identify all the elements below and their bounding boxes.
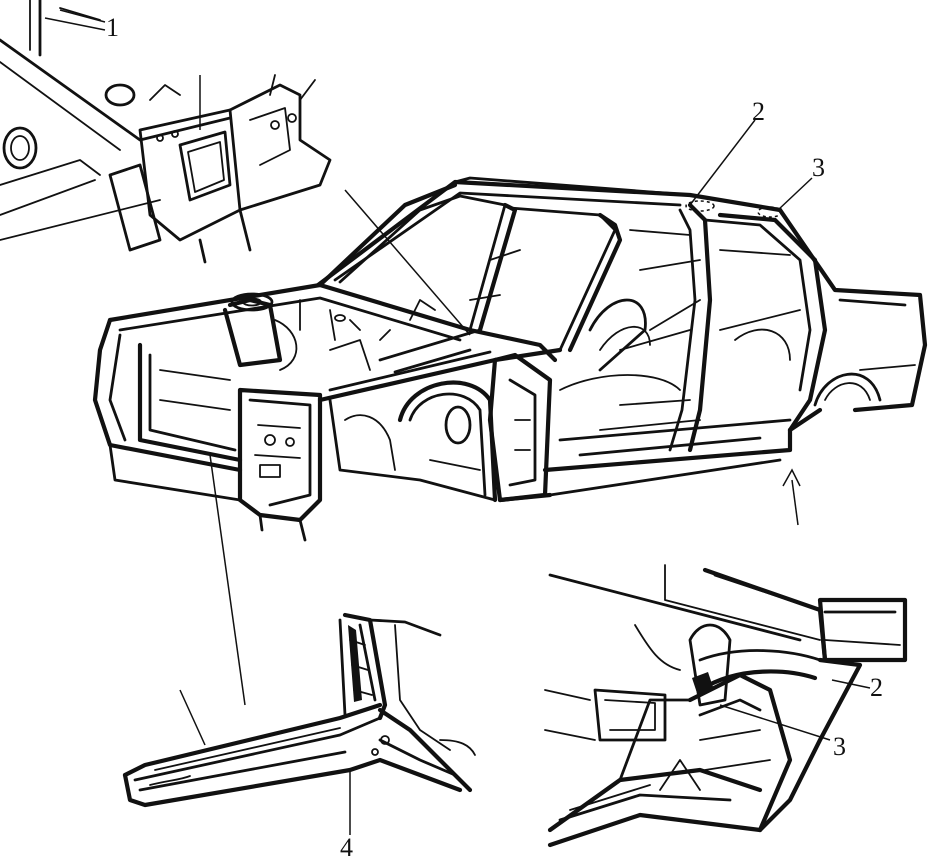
callout-4: 4 bbox=[340, 833, 353, 860]
leader-lines bbox=[44, 9, 871, 835]
detail-front-side-member bbox=[122, 612, 476, 808]
callout-1: 1 bbox=[106, 13, 119, 42]
callout-2-detail: 2 bbox=[870, 673, 883, 702]
detail-rear-pillar-sill bbox=[544, 564, 908, 848]
callout-3-detail: 3 bbox=[833, 732, 846, 761]
detail-front-apron-panel bbox=[0, 0, 332, 264]
main-car-body-frame bbox=[92, 176, 928, 542]
callout-2-main: 2 bbox=[752, 97, 765, 126]
callout-3-main: 3 bbox=[812, 153, 825, 182]
callouts: 1 2 3 2 3 4 bbox=[106, 13, 883, 860]
